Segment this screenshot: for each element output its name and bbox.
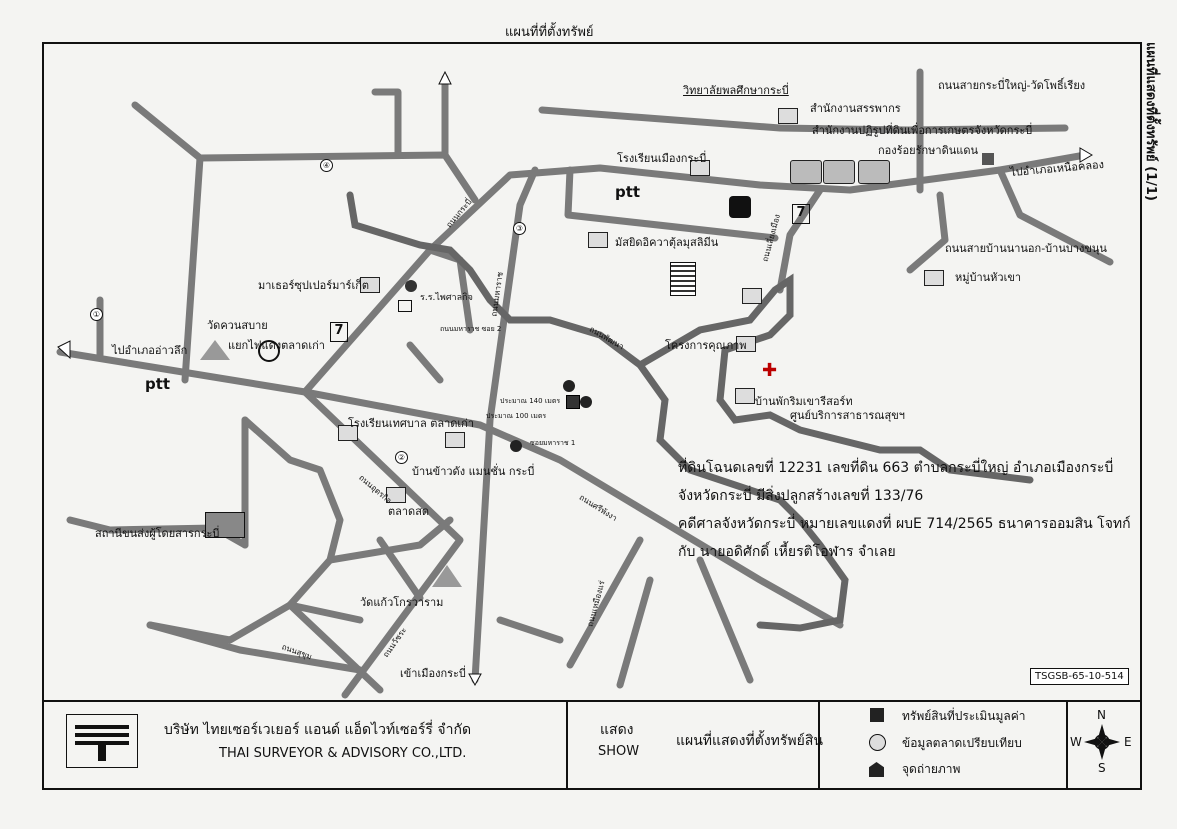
circle-icon [869, 734, 886, 751]
label-road-bang-khanun: ถนนสายบ้านนานอก-บ้านบางขนุน [945, 242, 1107, 255]
label-land-reform: สำนักงานปฏิรูปที่ดินเพื่อการเกษตรจังหวัด… [812, 124, 1033, 137]
marker-2: ② [395, 451, 408, 464]
comparable-marker [510, 440, 522, 452]
subject-property-icon [566, 395, 580, 409]
label-tesaban-school: โรงเรียนเทศบาล ตลาดเก่า [348, 417, 475, 430]
arrow-west-icon [57, 340, 71, 360]
compass-south: S [1098, 761, 1106, 775]
legend-label: ข้อมูลตลาดเปรียบเทียบ [902, 736, 1022, 750]
legend-label: ทรัพย์สินที่ประเมินมูลค่า [902, 709, 1026, 723]
company-name-english: THAI SURVEYOR & ADVISORY CO.,LTD. [219, 746, 467, 761]
shop-icon [405, 280, 417, 292]
title-block: บริษัท ไทยเซอร์เวเยอร์ แอนด์ แอ็ดไวท์เซอ… [42, 700, 1142, 790]
company-logo-icon [66, 714, 138, 768]
supermarket-icon [360, 277, 380, 293]
building-icon [982, 153, 994, 165]
comparable-marker [563, 380, 575, 392]
label-wat-khuan-sabai: วัดควนสบาย [207, 319, 268, 332]
compass-east: E [1124, 735, 1132, 749]
marker-1: ① [90, 308, 103, 321]
winding-road [346, 191, 849, 632]
label-distance-1: ประมาณ 140 เมตร [500, 397, 561, 405]
traffic-light-icon [258, 340, 280, 362]
label-to-krabi-town: เข้าเมืองกระบี่ [400, 667, 466, 680]
label-project-quality: โครงการคุณภาพ [665, 339, 747, 352]
show-label-thai: แสดง [600, 722, 634, 738]
land-reform-building-icon [823, 160, 855, 184]
marker-3: ③ [513, 222, 526, 235]
ptt-label: ptt [615, 183, 641, 201]
label-road-north: ถนนสายกระบี่ใหญ่-วัดโพธิ์เรียง [938, 79, 1086, 92]
northeast-highway-road [301, 151, 1089, 396]
village-icon [924, 270, 944, 286]
project-house-icon [736, 336, 756, 352]
label-ban-khao-mansion: บ้านข้าวดัง แมนชั่น กระบี่ [412, 465, 535, 478]
resort-icon [735, 388, 755, 404]
label-soi-2: ถนนมหาราช ซอย 2 [440, 325, 502, 333]
label-village-huachao: หมู่บ้านหัวเขา [955, 271, 1022, 284]
property-info-line-2: จังหวัดกระบี่ มีสิ่งปลูกสร้างเลขที่ 133/… [678, 488, 924, 504]
label-school-vocational: วิทยาลัยพลศึกษากระบี่ [683, 84, 789, 97]
label-shop: ร.ร.ไพศาลกิจ [420, 293, 473, 303]
north-road-4 [131, 101, 479, 204]
school-icon [690, 160, 710, 176]
label-wat-kaew: วัดแก้วโกรวาราม [360, 596, 444, 609]
document-code: TSGSB-65-10-514 [1030, 668, 1129, 685]
compass-rose-icon [1084, 724, 1120, 760]
label-mosque: มัสยิดอิควาตุ้ลมุสลิมีน [615, 236, 719, 249]
ptt-label: ptt [145, 375, 171, 393]
compass-west: W [1070, 735, 1082, 749]
seven-eleven-icon: 7 [330, 322, 348, 342]
label-distance-2: ประมาณ 100 เมตร [486, 412, 547, 420]
label-revenue-office: สำนักงานสรรพากร [810, 102, 901, 115]
label-forest-office: กองร้อยรักษาดินแดน [878, 144, 979, 157]
property-info-line-3: คดีศาลจังหวัดกระบี่ หมายเลขแดงที่ ผบE 71… [678, 516, 1131, 532]
arrow-east-icon [1079, 147, 1093, 163]
property-info-line-1: ที่ดินโฉนดเลขที่ 12231 เลขที่ดิน 663 ตำบ… [678, 460, 1114, 476]
legend-cell: ทรัพย์สินที่ประเมินมูลค่า ข้อมูลตลาดเปรี… [818, 700, 1068, 788]
school-icon [338, 425, 358, 441]
arrow-south-icon [468, 673, 482, 687]
seven-eleven-icon: 7 [792, 204, 810, 224]
show-description: แผนที่แสดงที่ตั้งทรัพย์สิน [676, 733, 823, 749]
filled-square-icon [870, 708, 884, 722]
label-traffic-light: แยกไฟแดงตลาดเก่า [228, 339, 325, 352]
hospital-cross-icon: ✚ [762, 360, 778, 381]
compass-cell: N S W E [1066, 700, 1138, 788]
page-title: แผนที่ที่ตั้งทรัพย์ [505, 25, 594, 40]
mosque-icon [588, 232, 608, 248]
property-info-line-4: กับ นายอดิศักดิ์ เหี้ยรติโอฬาร จำเลย [678, 544, 896, 560]
show-label-english: SHOW [598, 744, 640, 759]
label-health-center: ศูนย์บริการสาธารณสุขฯ [790, 409, 905, 422]
label-to-ao-luk: ไปอำเภออ่าวลึก [112, 344, 188, 357]
compass-north: N [1097, 708, 1106, 722]
label-home-resort: บ้านพักริมเขารีสอร์ท [755, 395, 853, 408]
mansion-icon [445, 432, 465, 448]
arrow-north-icon [438, 70, 452, 85]
label-muang-school: โรงเรียนเมืองกระบี่ [617, 152, 707, 165]
revenue-office-icon [778, 108, 798, 124]
comparable-marker [580, 396, 592, 408]
label-talad-sod: ตลาดสด [388, 505, 430, 518]
map-frame [42, 42, 1142, 702]
label-soi: ซอยมหาราช 1 [530, 439, 576, 447]
legend-label: จุดถ่ายภาพ [902, 762, 961, 776]
gas-station-icon [729, 196, 751, 218]
land-reform-building-icon [790, 160, 822, 184]
house-icon [742, 288, 762, 304]
stairs-icon [670, 262, 696, 296]
label-supermarket: มาเธอร์ซุปเปอร์มาร์เก็ต [258, 279, 370, 292]
market-icon [386, 487, 406, 503]
bus-icon [205, 512, 245, 538]
forest-office-building-icon [858, 160, 890, 184]
small-building-icon [398, 300, 412, 312]
marker-4: ④ [320, 159, 333, 172]
pentagon-marker-icon [869, 762, 884, 777]
company-name-thai: บริษัท ไทยเซอร์เวเยอร์ แอนด์ แอ็ดไวท์เซอ… [164, 722, 472, 738]
show-cell: แสดง SHOW แผนที่แสดงที่ตั้งทรัพย์สิน [566, 700, 823, 788]
top-road [538, 106, 912, 134]
company-cell: บริษัท ไทยเซอร์เวเยอร์ แอนด์ แอ็ดไวท์เซอ… [44, 700, 568, 788]
label-bus-station: สถานีขนส่งผู้โดยสารกระบี่ [95, 527, 220, 540]
